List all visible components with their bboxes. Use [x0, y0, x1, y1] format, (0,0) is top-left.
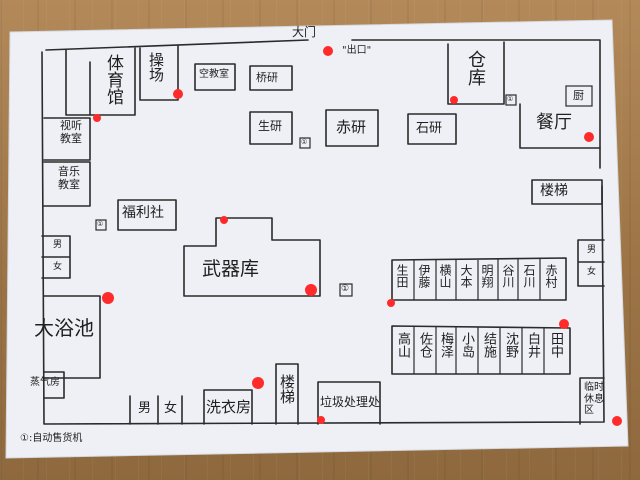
- cafeteria-walls: [519, 103, 601, 149]
- dorm-room-label: 生田: [395, 264, 409, 288]
- gym-label: 体育馆: [103, 54, 123, 105]
- red-marker: [173, 89, 183, 99]
- women-toilet-label: 女: [53, 262, 63, 272]
- laundry-walls: [203, 389, 253, 425]
- av-classroom-walls: [43, 117, 91, 161]
- kitchen-label: 厨: [573, 89, 584, 102]
- empty-classroom-box: [194, 63, 236, 91]
- dorm-room-label: 高山: [395, 332, 410, 358]
- music-classroom-label: 音乐教室: [58, 165, 80, 191]
- stairs-2-label: 楼梯: [278, 374, 296, 404]
- playground-walls: [139, 45, 179, 101]
- stone-lab-box: [407, 113, 457, 145]
- vending-machine-3: [339, 283, 353, 297]
- bridge-lab-label: 桥研: [256, 71, 278, 84]
- red-marker: [323, 46, 333, 56]
- dorm-room-label: 结施: [481, 332, 496, 358]
- warehouse-walls: [447, 41, 505, 105]
- red-lab-label: 赤研: [336, 118, 367, 136]
- dorm-room-label: 小岛: [459, 332, 474, 358]
- dorm-room-label: 谷川: [501, 264, 515, 288]
- red-marker: [252, 377, 264, 389]
- raw-lab-label: 生研: [258, 119, 283, 133]
- garbage-label: 垃圾处理处: [320, 395, 381, 409]
- bridge-lab-box: [249, 65, 293, 91]
- red-marker: [220, 216, 228, 224]
- warehouse-label: 仓库: [465, 50, 486, 86]
- toilets-bottom: [129, 395, 183, 425]
- dorm-room-label: 石川: [522, 264, 536, 288]
- red-marker: [102, 292, 114, 304]
- stairs-2-walls: [275, 363, 299, 425]
- red-marker: [612, 416, 622, 426]
- dorm-room-label: 大本: [459, 264, 473, 288]
- men-toilet-label: 男: [587, 245, 597, 255]
- steam-room-walls: [43, 371, 65, 399]
- rest-area-walls: [579, 377, 605, 425]
- exit-label: "出口": [342, 45, 372, 56]
- women-toilet-label: 女: [164, 401, 178, 416]
- big-bath-label: 大浴池: [34, 316, 94, 340]
- laundry-label: 洗衣房: [206, 398, 252, 416]
- red-marker: [305, 284, 317, 296]
- toilets-left: [41, 235, 71, 279]
- vending-mark: ①: [301, 138, 308, 146]
- steam-room-label: 蒸气房: [30, 377, 60, 388]
- av-classroom-label: 视听教室: [60, 119, 82, 145]
- raw-lab-box: [249, 111, 293, 145]
- men-toilet-label: 男: [138, 401, 152, 416]
- vending-mark: ①: [341, 284, 350, 294]
- dorm-room-label: 梅泽: [438, 332, 453, 358]
- red-marker: [317, 416, 325, 424]
- welfare-box: [117, 199, 177, 231]
- empty-classroom-label: 空教室: [199, 69, 229, 80]
- dorm-room-label: 田中: [548, 332, 563, 358]
- vending-mark: ①: [507, 95, 514, 103]
- paper-sheet: [5, 19, 629, 459]
- red-marker: [93, 114, 101, 122]
- arsenal-label: 武器库: [202, 258, 260, 280]
- dorm-room-label: 佐仓: [417, 332, 432, 358]
- cafeteria-label: 餐厅: [536, 112, 572, 133]
- arsenal-walls: [183, 217, 321, 297]
- women-toilet-label: 女: [587, 267, 597, 277]
- playground-label: 操场: [147, 52, 165, 82]
- music-classroom-walls: [43, 161, 91, 207]
- dorm-room-label: 伊藤: [417, 264, 431, 288]
- red-marker: [584, 132, 594, 142]
- welfare-label: 福利社: [122, 205, 164, 221]
- men-toilet-label: 男: [53, 240, 63, 250]
- garbage-walls: [317, 381, 381, 425]
- vending-machine-1: [299, 137, 311, 149]
- main-gate-label: 大门: [292, 25, 317, 39]
- outer-wall: [41, 39, 605, 425]
- toilets-right: [577, 239, 605, 287]
- rest-area-label: 临时休息区: [584, 382, 604, 416]
- red-lab-box: [325, 109, 379, 147]
- dorm-room-label: 沈野: [503, 332, 518, 358]
- bath-walls: [43, 295, 101, 379]
- gym-walls: [65, 47, 136, 116]
- stairs-box: [531, 179, 603, 205]
- vending-machine-4: [505, 94, 517, 106]
- vending-mark: ①: [97, 220, 104, 228]
- red-marker: [559, 319, 569, 329]
- kitchen-box: [565, 85, 593, 107]
- red-marker: [450, 96, 458, 104]
- dorm-room-label: 横山: [438, 264, 452, 288]
- legend-label: ①:自动售货机: [20, 433, 83, 444]
- stone-lab-label: 石研: [416, 121, 443, 136]
- dorms-top-frame: [391, 257, 567, 301]
- stairs-label: 楼梯: [540, 183, 568, 199]
- dorms-bottom-frame: [391, 325, 571, 375]
- dorm-room-label: 赤村: [544, 264, 558, 288]
- red-marker: [387, 299, 395, 307]
- vending-machine-2: [95, 219, 107, 231]
- dorm-room-label: 白井: [525, 332, 540, 358]
- dorm-room-label: 明翔: [480, 264, 494, 288]
